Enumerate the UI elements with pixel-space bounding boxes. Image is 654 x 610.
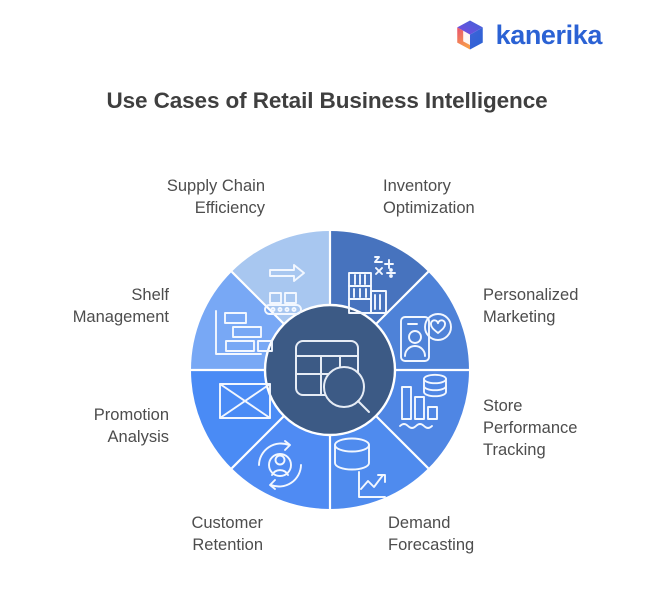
bar-chart-database-icon bbox=[399, 373, 447, 429]
donut-chart-svg bbox=[191, 231, 469, 509]
database-trendline-icon bbox=[334, 437, 386, 498]
brand-logo: kanerika bbox=[453, 18, 602, 52]
label-store-performance-tracking: Store Performance Tracking bbox=[483, 397, 578, 459]
table-search-icon bbox=[295, 340, 370, 413]
label-customer-retention: Customer Retention bbox=[191, 514, 263, 554]
label-promotion-analysis: Promotion Analysis bbox=[93, 406, 169, 446]
page-title: Use Cases of Retail Business Intelligenc… bbox=[106, 88, 548, 113]
label-supply-chain-efficiency: Supply Chain Efficiency bbox=[166, 177, 265, 217]
cube-icon bbox=[456, 20, 483, 50]
envelope-icon bbox=[219, 383, 271, 419]
brand-name: kanerika bbox=[495, 19, 603, 50]
conveyor-belt-arrow-icon bbox=[264, 264, 305, 315]
label-inventory-optimization: Inventory Optimization bbox=[383, 177, 475, 217]
label-demand-forecasting: Demand Forecasting bbox=[388, 514, 475, 554]
person-refresh-icon bbox=[258, 440, 302, 490]
shelf-bars-icon bbox=[215, 310, 273, 355]
label-shelf-management: Shelf Management bbox=[72, 286, 169, 326]
donut-chart bbox=[189, 229, 471, 511]
mobile-heart-person-icon bbox=[400, 313, 452, 362]
center-hub bbox=[263, 303, 397, 437]
label-personalized-marketing: Personalized Marketing bbox=[483, 286, 579, 326]
inventory-calculator-icon bbox=[348, 256, 396, 314]
